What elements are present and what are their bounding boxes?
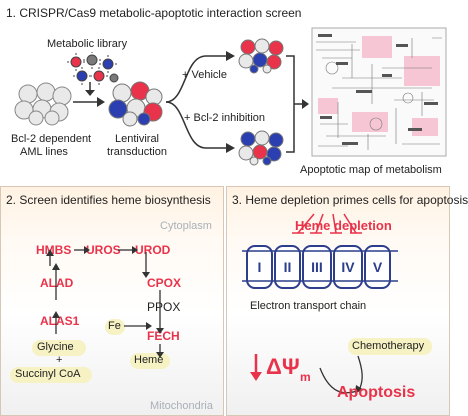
- etc-label: Electron transport chain: [250, 300, 367, 312]
- aml-cells-icon: [14, 82, 72, 126]
- enzyme-uros: UROS: [86, 243, 121, 257]
- heme-label: Heme: [134, 354, 164, 366]
- cytoplasm-label: Cytoplasm: [160, 220, 212, 232]
- branch-arrows: [165, 51, 235, 153]
- virus-library-icon: [67, 52, 119, 85]
- succinyl-highlight: [10, 367, 92, 383]
- metabolic-map: [311, 27, 447, 157]
- apoptosis-label: Apoptosis: [337, 384, 416, 401]
- mitochondria-label: Mitochondria: [150, 400, 213, 412]
- vehicle-label: + Vehicle: [182, 69, 227, 81]
- bcl2-label-1: Bcl-2 dependent: [11, 133, 92, 145]
- fe-label: Fe: [108, 320, 121, 332]
- glycine-highlight: [32, 340, 86, 356]
- bcl2-label-2: AML lines: [20, 146, 68, 158]
- fe-highlight: [105, 319, 125, 335]
- panel3-title: 3. Heme depletion primes cells for apopt…: [232, 193, 468, 207]
- enzyme-urod: UROD: [135, 243, 171, 257]
- bcl2-inhibition-label: + Bcl-2 inhibition: [184, 112, 266, 124]
- enzyme-fech: FECH: [147, 329, 180, 343]
- apoptotic-map-label: Apoptotic map of metabolism: [300, 164, 442, 176]
- decrease-arrow-icon: [250, 354, 262, 381]
- enzyme-hmbs: HMBS: [36, 243, 72, 257]
- converge-arrow: [319, 355, 364, 394]
- panel-heme-depletion: [226, 186, 450, 416]
- glycine-label: Glycine: [37, 341, 74, 353]
- arrow-right-icon: [73, 97, 105, 107]
- delta-psi-subscript: m: [300, 370, 311, 384]
- panel2-title: 2. Screen identifies heme biosynthesis: [6, 193, 211, 207]
- vehicle-cells-icon: [238, 38, 284, 74]
- panel1-title: 1. CRISPR/Cas9 metabolic-apoptotic inter…: [6, 6, 302, 20]
- chemotherapy-highlight: [348, 338, 432, 355]
- lenti-label-2: transduction: [107, 146, 167, 158]
- succinyl-label: Succinyl CoA: [15, 368, 81, 380]
- delta-psi-label: ΔΨ: [266, 354, 300, 379]
- enzyme-cpox: CPOX: [147, 276, 182, 290]
- enzyme-alas1: ALAS1: [40, 314, 80, 328]
- transduced-cells-icon: [108, 81, 163, 127]
- arrow-down-icon: [85, 82, 95, 96]
- merge-arrow: [286, 55, 309, 153]
- inhibition-arrows: [292, 213, 362, 234]
- plus-label: +: [56, 354, 63, 366]
- lenti-label-1: Lentiviral: [114, 133, 160, 145]
- enzyme-alad: ALAD: [40, 276, 74, 290]
- enzyme-ppox: PPOX: [147, 300, 181, 314]
- chemotherapy-label: Chemotherapy: [352, 340, 425, 352]
- heme-depletion-label: Heme depletion: [295, 218, 392, 233]
- metabolic-library-label: Metabolic library: [47, 38, 128, 50]
- inhibition-cells-icon: [238, 130, 284, 166]
- membrane-band: [242, 250, 398, 282]
- heme-pathway-arrows: [46, 246, 164, 358]
